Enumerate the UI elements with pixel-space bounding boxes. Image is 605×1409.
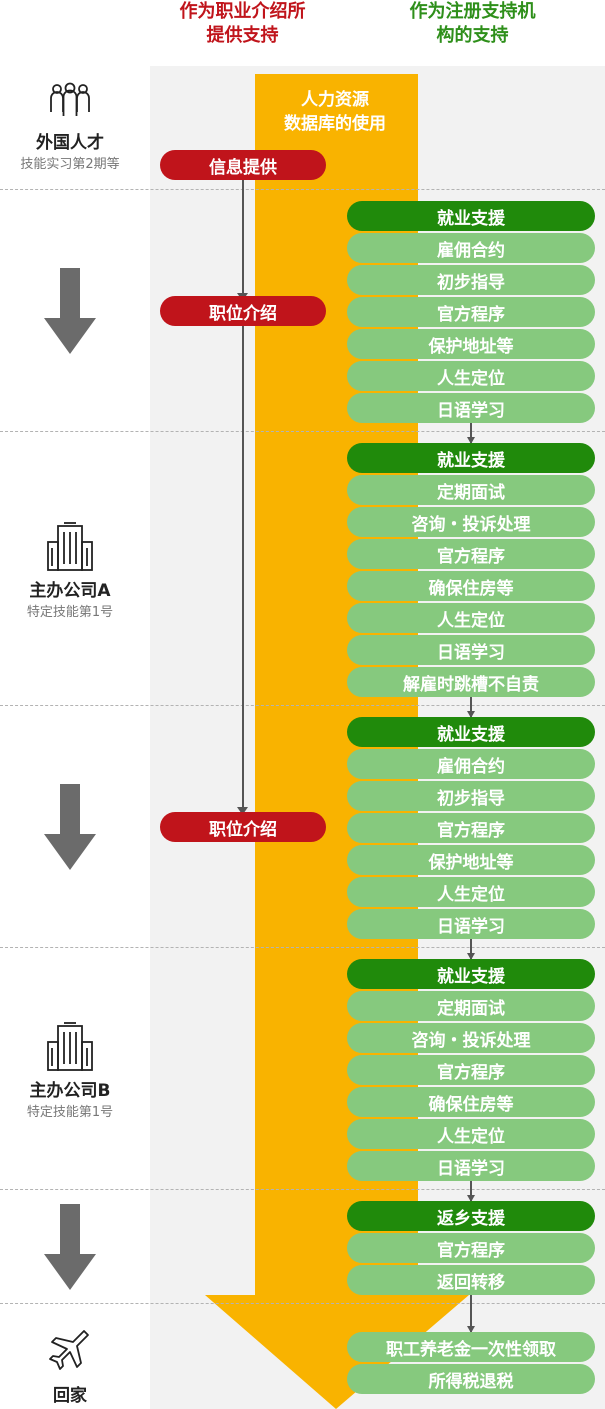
support-item-pill: 人生定位 bbox=[347, 1119, 595, 1149]
stage-title: 回家 bbox=[53, 1386, 87, 1406]
support-item-pill: 官方程序 bbox=[347, 1055, 595, 1085]
agency-support-header-line1: 作为职业介绍所 bbox=[179, 1, 306, 22]
support-item-pill: 官方程序 bbox=[347, 1233, 595, 1263]
support-item-pill: 就业支援 bbox=[347, 443, 595, 473]
support-item-pill: 人生定位 bbox=[347, 877, 595, 907]
stage-title: 主办公司B bbox=[29, 1081, 111, 1101]
support-item-pill: 保护地址等 bbox=[347, 329, 595, 359]
support-item-pill: 雇佣合约 bbox=[347, 233, 595, 263]
stage-title: 外国人才 bbox=[36, 133, 104, 153]
stage-separator bbox=[0, 189, 605, 190]
support-item-pill: 确保住房等 bbox=[347, 571, 595, 601]
registered-support-header: 作为注册支持机 构的支持 bbox=[355, 0, 590, 48]
agency-support-header-line2: 提供支持 bbox=[206, 25, 279, 46]
support-item-pill: 解雇时跳槽不自责 bbox=[347, 667, 595, 697]
support-connector-arrow bbox=[467, 1295, 474, 1333]
support-connector-arrow bbox=[467, 423, 474, 444]
agency-flow-line bbox=[242, 326, 244, 812]
support-item-pill: 保护地址等 bbox=[347, 845, 595, 875]
stage-host-company-a: 主办公司A 特定技能第1号 bbox=[0, 520, 140, 620]
stage-separator bbox=[0, 705, 605, 706]
support-item-pill: 日语学习 bbox=[347, 635, 595, 665]
support-item-pill: 初步指导 bbox=[347, 781, 595, 811]
support-item-pill: 人生定位 bbox=[347, 361, 595, 391]
support-connector-arrow bbox=[467, 697, 474, 718]
support-connector-arrow bbox=[467, 1181, 474, 1202]
airplane-icon bbox=[49, 1330, 89, 1370]
stage-separator bbox=[0, 1303, 605, 1304]
agency-flow-line bbox=[242, 179, 244, 298]
support-item-pill: 所得税退税 bbox=[347, 1364, 595, 1394]
database-usage-label-line2: 数据库的使用 bbox=[284, 114, 386, 134]
support-item-pill: 日语学习 bbox=[347, 909, 595, 939]
database-usage-label: 人力资源 数据库的使用 bbox=[255, 88, 415, 136]
info-provision-pill: 信息提供 bbox=[160, 150, 326, 180]
database-usage-label-line1: 人力资源 bbox=[301, 90, 369, 110]
stage-title: 主办公司A bbox=[29, 581, 111, 601]
building-icon bbox=[47, 1022, 93, 1071]
support-item-pill: 官方程序 bbox=[347, 297, 595, 327]
building-icon bbox=[47, 522, 93, 571]
support-item-pill: 定期面试 bbox=[347, 475, 595, 505]
support-item-pill: 雇佣合约 bbox=[347, 749, 595, 779]
stage-host-company-b: 主办公司B 特定技能第1号 bbox=[0, 1020, 140, 1120]
support-item-pill: 官方程序 bbox=[347, 539, 595, 569]
stage-separator bbox=[0, 431, 605, 432]
support-item-pill: 官方程序 bbox=[347, 813, 595, 843]
people-group-icon bbox=[50, 82, 90, 116]
support-item-pill: 返回转移 bbox=[347, 1265, 595, 1295]
job-introduction-pill: 职位介绍 bbox=[160, 812, 326, 842]
registered-support-header-line1: 作为注册支持机 bbox=[409, 1, 536, 22]
support-item-pill: 就业支援 bbox=[347, 201, 595, 231]
stage-foreign-talent: 外国人才 技能实习第2期等 bbox=[0, 82, 140, 172]
down-arrow-icon bbox=[44, 1204, 96, 1290]
support-item-pill: 确保住房等 bbox=[347, 1087, 595, 1117]
support-item-pill: 日语学习 bbox=[347, 1151, 595, 1181]
job-introduction-pill: 职位介绍 bbox=[160, 296, 326, 326]
support-item-pill: 人生定位 bbox=[347, 603, 595, 633]
support-connector-arrow bbox=[467, 939, 474, 960]
support-item-pill: 职工养老金一次性领取 bbox=[347, 1332, 595, 1362]
support-item-pill: 定期面试 bbox=[347, 991, 595, 1021]
registered-support-header-line2: 构的支持 bbox=[436, 25, 509, 46]
stage-subtitle: 技能实习第2期等 bbox=[20, 157, 120, 172]
stage-separator bbox=[0, 947, 605, 948]
down-arrow-icon bbox=[44, 268, 96, 354]
support-item-pill: 初步指导 bbox=[347, 265, 595, 295]
down-arrow-icon bbox=[44, 784, 96, 870]
agency-support-header: 作为职业介绍所 提供支持 bbox=[155, 0, 330, 48]
support-item-pill: 就业支援 bbox=[347, 959, 595, 989]
support-item-pill: 咨询・投诉处理 bbox=[347, 1023, 595, 1053]
stage-subtitle: 特定技能第1号 bbox=[26, 605, 114, 620]
support-item-pill: 咨询・投诉处理 bbox=[347, 507, 595, 537]
stage-return-home: 回家 bbox=[0, 1325, 140, 1406]
support-item-pill: 就业支援 bbox=[347, 717, 595, 747]
agency-flow-arrowhead bbox=[237, 807, 248, 815]
stage-separator bbox=[0, 1189, 605, 1190]
support-item-pill: 返乡支援 bbox=[347, 1201, 595, 1231]
support-item-pill: 日语学习 bbox=[347, 393, 595, 423]
stage-subtitle: 特定技能第1号 bbox=[26, 1105, 114, 1120]
